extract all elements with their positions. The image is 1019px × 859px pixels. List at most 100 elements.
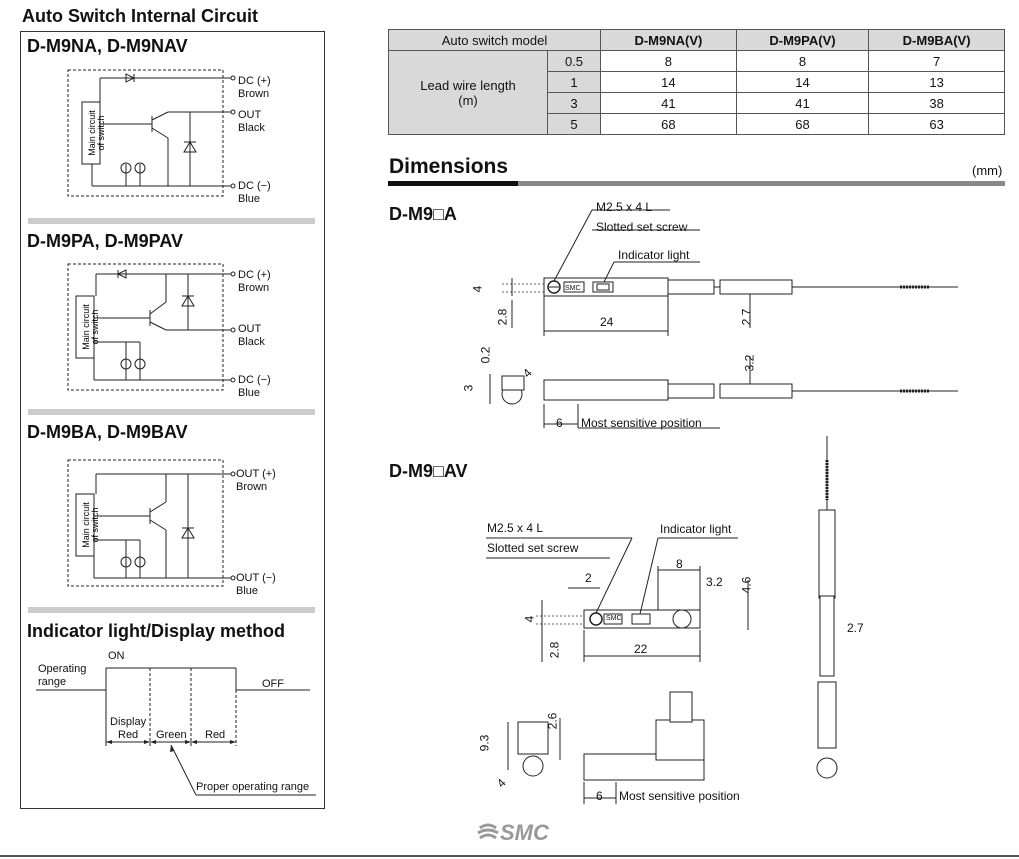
d-m9av-heading: D-M9□AV [389,461,468,481]
slotted-screw-label-av: Slotted set screw [487,541,579,555]
proper-range-label: Proper operating range [196,781,310,793]
circuit-heading-bav: D-M9BA, D-M9BAV [27,422,188,442]
table-length-cell: 1 [547,71,601,93]
circuit-diagram-pav: Main circuit of switch [67,263,236,391]
table-header-model: Auto switch model [388,29,601,51]
terminal-dc-plus: DC (+) [238,75,271,87]
bottom-rule [0,855,1019,857]
dim-3-2: 3.2 [742,354,757,372]
dim-4: 4 [470,285,485,293]
terminal-out: OUT [238,109,262,121]
circuit-diagram-nav: Main circuit of switch [67,69,236,197]
dim-3-2-av: 3.2 [706,575,723,589]
wire-black: Black [238,336,265,348]
red-label-2: Red [205,729,226,741]
terminal-dc-minus: DC (−) [238,374,271,386]
svg-text:of switch: of switch [90,309,100,344]
terminal-out-plus: OUT (+) [236,468,276,480]
wire-blue: Blue [238,387,261,399]
indicator-on-label: ON [108,650,125,662]
unit-label: (mm) [972,163,1003,178]
table-cell: 68 [600,113,737,135]
table-cell: 14 [600,71,737,93]
dim-4-av: 4 [522,615,537,623]
wire-blue: Blue [236,585,259,597]
dim-2-7: 2.7 [739,308,754,326]
title-bar-dark [388,181,518,186]
dim-2-8: 2.8 [495,308,510,326]
svg-text:of switch: of switch [90,507,100,542]
lead-wire-table: Auto switch model D-M9NA(V) D-M9PA(V) D-… [388,29,1005,135]
terminal-out: OUT [238,323,262,335]
svg-text:Main circuit: Main circuit [81,304,91,350]
dim-0-2: 0.2 [478,346,493,364]
table-length-cell: 0.5 [547,50,601,72]
lead-wire-label: Lead wire length(m) [388,50,548,135]
d-m9av-drawing [486,436,838,804]
table-cell: 63 [868,113,1005,135]
dimensions-title: Dimensions [389,155,509,178]
red-label: Red [118,729,139,741]
table-cell: 41 [600,92,737,114]
dim-3: 3 [461,384,476,392]
indicator-heading: Indicator light/Display method [27,621,286,641]
table-header-m9ba: D-M9BA(V) [868,29,1005,51]
screw-label-av: M2.5 x 4 L [487,521,544,535]
dim-6-av: 6 [596,789,603,803]
smc-mark-av: SMC [606,615,622,622]
wire-brown: Brown [238,88,270,100]
wire-brown: Brown [238,282,270,294]
separator [28,409,315,415]
d-m9a-heading: D-M9□A [389,204,457,224]
title-bar-gray [518,181,1005,186]
dim-8: 8 [676,557,683,571]
slotted-screw-label: Slotted set screw [596,220,688,234]
svg-text:Main circuit: Main circuit [87,110,97,156]
indicator-diagram [36,667,316,796]
table-cell: 68 [735,113,870,135]
circuit-heading-nav: D-M9NA, D-M9NAV [27,36,188,56]
smc-mark: SMC [565,285,581,292]
table-cell: 8 [735,50,870,72]
circuit-panel [20,31,325,809]
table-cell: 41 [735,92,870,114]
svg-text:Main circuit: Main circuit [81,502,91,548]
circuit-section-title: Auto Switch Internal Circuit [22,6,259,26]
table-cell: 38 [868,92,1005,114]
terminal-dc-plus: DC (+) [238,269,271,281]
smc-logo-text: SMC [500,820,549,845]
green-label: Green [156,729,187,741]
svg-text:of switch: of switch [96,115,106,150]
screw-label: M2.5 x 4 L [596,200,653,214]
circuit-diagram-bav: Main circuit of switch [67,459,236,587]
indicator-light-label-av: Indicator light [660,522,732,536]
display-label: Display [110,716,147,728]
terminal-dc-minus: DC (−) [238,180,271,192]
dim-2-8-av: 2.8 [547,641,562,659]
d-m9a-drawing [489,209,958,429]
circuit-heading-pav: D-M9PA, D-M9PAV [27,231,184,251]
operating-range-label-2: range [38,676,67,688]
table-length-cell: 3 [547,92,601,114]
separator [28,607,315,613]
table-length-cell: 5 [547,113,601,135]
table-cell: 14 [735,71,870,93]
terminal-out-minus: OUT (−) [236,572,276,584]
wire-blue: Blue [238,193,261,205]
operating-range-label: Operating [38,663,87,675]
indicator-light-label: Indicator light [618,248,690,262]
dim-6: 6 [556,416,563,430]
table-cell: 7 [868,50,1005,72]
dim-9-3: 9.3 [477,734,492,752]
table-cell: 13 [868,71,1005,93]
wire-brown: Brown [236,481,268,493]
sensitive-position-label-av: Most sensitive position [619,789,740,803]
indicator-off-label: OFF [262,678,284,690]
dim-24: 24 [600,315,614,329]
dim-2-7-av: 2.7 [847,621,864,635]
separator [28,218,315,224]
dim-2-6: 2.6 [545,712,560,730]
wire-black: Black [238,122,265,134]
smc-logo-icon [477,823,499,840]
table-header-m9pa: D-M9PA(V) [735,29,870,51]
